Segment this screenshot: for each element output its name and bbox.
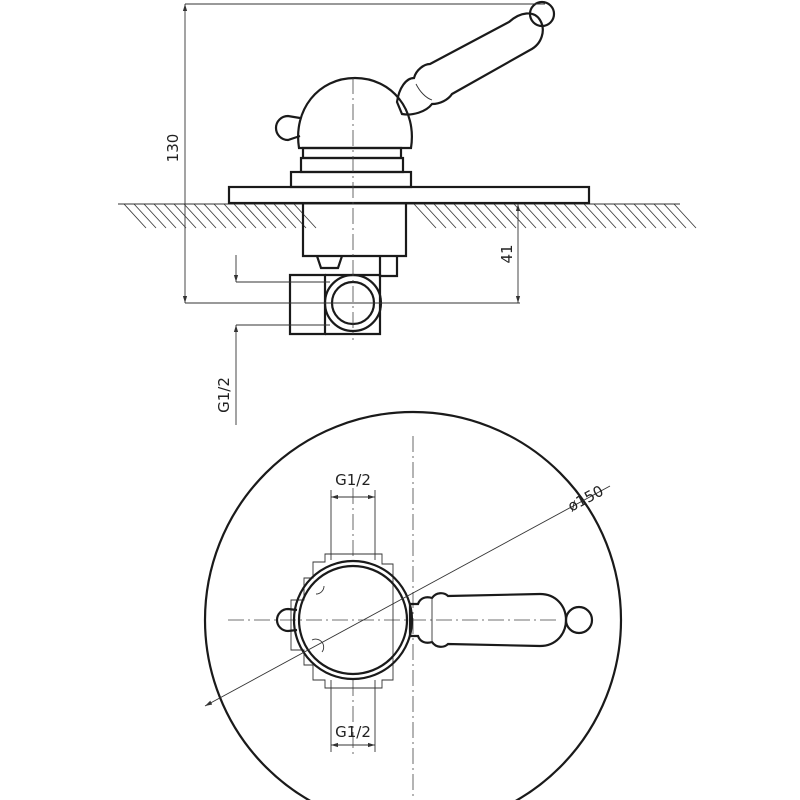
hatch-line	[503, 203, 527, 229]
dome	[297, 76, 413, 150]
hatch-line	[153, 203, 177, 229]
dim-130-label: 130	[164, 134, 182, 163]
hatch-line	[233, 203, 257, 229]
hatch-line	[513, 203, 537, 229]
front-lever-end-knob	[564, 605, 594, 635]
hatch-line	[653, 203, 677, 229]
dim-diameter-line	[204, 485, 611, 707]
hatch-line	[423, 203, 447, 229]
front-lever-handle	[408, 592, 594, 648]
hatch-line	[633, 203, 657, 229]
plate-circle	[203, 410, 623, 800]
hatch-line	[473, 203, 497, 229]
hatch-line	[623, 203, 647, 229]
hatch-line	[533, 203, 557, 229]
hatch-line	[543, 203, 567, 229]
hatch-line	[243, 203, 267, 229]
dim-g12-top-label: G1/2	[335, 471, 371, 489]
front-dome-inner	[297, 564, 409, 676]
front-left-knob	[275, 607, 298, 633]
hatch-line	[193, 203, 217, 229]
hatch-line	[553, 203, 577, 229]
hatch-line	[293, 203, 317, 229]
hatch-line	[493, 203, 517, 229]
body-collar	[289, 170, 413, 189]
dim-g12-side-label: G1/2	[215, 377, 233, 413]
dim-g12-bottom-label: G1/2	[335, 723, 371, 741]
hatch-line	[483, 203, 507, 229]
hatch-line	[463, 203, 487, 229]
hatch-line	[273, 203, 297, 229]
lever-end-knob	[528, 0, 556, 28]
front-dome-outer	[292, 559, 414, 681]
hatch-line	[593, 203, 617, 229]
body-ring-lower	[299, 156, 405, 174]
hidden-body-outline	[290, 553, 394, 689]
body-notch	[315, 255, 344, 270]
body-ring-upper	[301, 146, 403, 160]
wall-plate	[227, 185, 591, 205]
hatch-line	[613, 203, 637, 229]
hatch-line	[583, 203, 607, 229]
hatch-line	[673, 203, 697, 229]
hatch-line	[253, 203, 277, 229]
dim-41-label: 41	[498, 244, 516, 263]
hatch-line	[563, 203, 587, 229]
dome-knob	[274, 114, 301, 142]
hatch-line	[203, 203, 227, 229]
dome-detail-lower	[311, 638, 325, 653]
hatch-line	[443, 203, 467, 229]
hatch-line	[643, 203, 667, 229]
hatch-line	[143, 203, 167, 229]
wall-hatching	[123, 203, 697, 229]
front-view: G1/2 G1/2 ø150	[203, 410, 623, 800]
hatch-line	[223, 203, 247, 229]
hatch-line	[183, 203, 207, 229]
concealed-body	[301, 204, 408, 258]
dome-detail-upper	[315, 585, 325, 595]
side-view: 130 41 G1/2	[118, 0, 697, 425]
lever-handle	[395, 0, 556, 116]
hatch-line	[663, 203, 687, 229]
hatch-line	[523, 203, 547, 229]
hatch-line	[603, 203, 627, 229]
hatch-line	[413, 203, 437, 229]
hatch-line	[213, 203, 237, 229]
hatch-line	[133, 203, 157, 229]
dim-diameter-label: ø150	[565, 482, 607, 516]
hatch-line	[123, 203, 147, 229]
hatch-line	[453, 203, 477, 229]
hatch-line	[263, 203, 287, 229]
hatch-line	[163, 203, 187, 229]
body-tab	[378, 256, 399, 278]
hatch-line	[573, 203, 597, 229]
hatch-line	[433, 203, 457, 229]
